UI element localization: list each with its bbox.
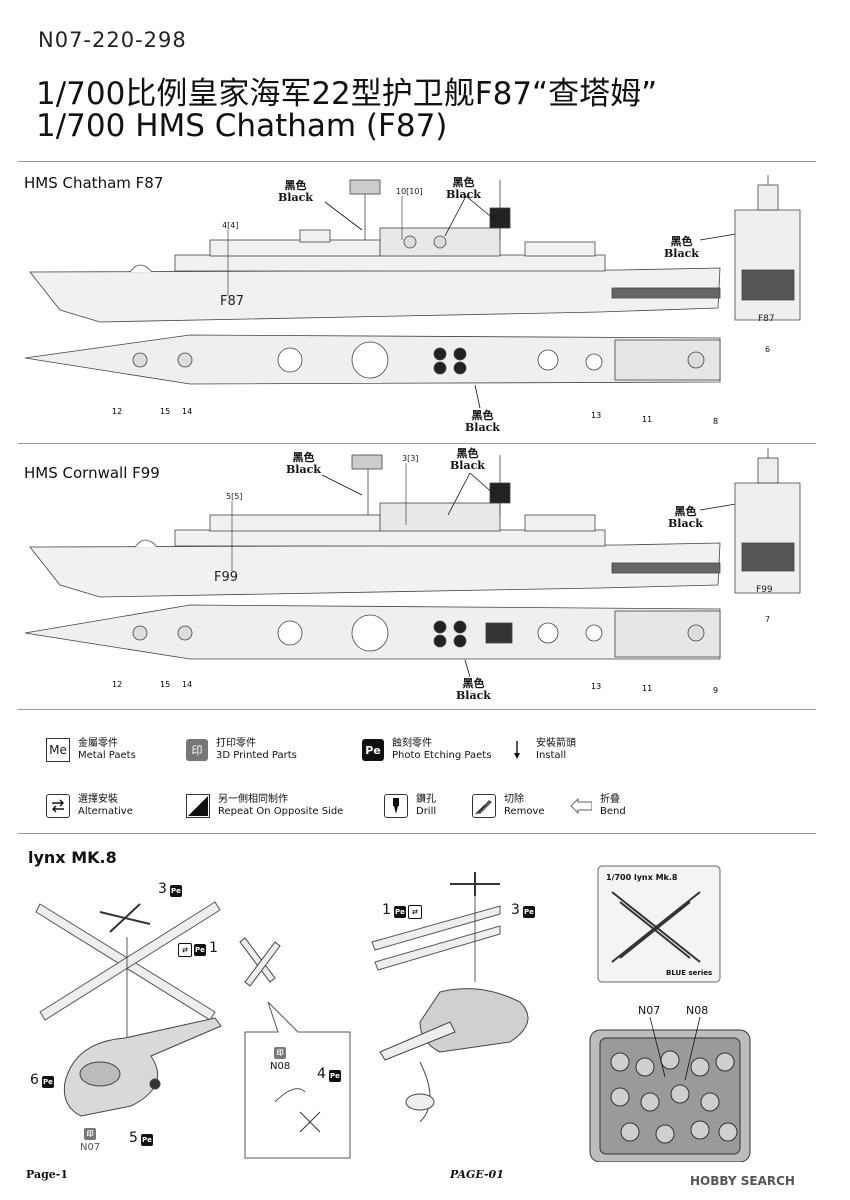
chatham-plan-part-labels: 12 15 14 13 11 8: [112, 407, 718, 426]
lynx-section-title: lynx MK.8: [28, 848, 117, 867]
lynx-rotor-assembled: [371, 872, 501, 982]
photo-etching-icon: Pe: [362, 739, 384, 761]
cornwall-plan-part-9: 9: [713, 686, 718, 695]
chatham-part-ref-mid: 10[10]: [396, 187, 423, 196]
footer-page-left: Page-1: [26, 1168, 69, 1181]
chatham-part-ref-left: 4[4]: [222, 221, 238, 230]
cornwall-plan-part-15: 15: [160, 680, 170, 689]
alternative-icon: [46, 794, 70, 818]
lynx-drawings: 1/700 lynx Mk.8 BLUE series: [35, 865, 751, 1162]
cornwall-plan-part-11: 11: [642, 684, 652, 693]
cornwall-plan-part-12: 12: [112, 680, 122, 689]
cornwall-plan-part-14: 14: [182, 680, 192, 689]
lynx-tail-rotor-left: [239, 937, 281, 987]
fret-brand: BLUE series: [666, 969, 712, 977]
lynx-detail-inset: [244, 1001, 351, 1159]
ship-name-chatham: HMS Chatham F87: [24, 174, 164, 192]
chatham-plan-part-11: 11: [642, 415, 652, 424]
cornwall-front-part: 7: [765, 615, 770, 624]
repeat-opposite-icon: [186, 794, 210, 818]
chatham-front-part: 6: [765, 345, 770, 354]
chatham-drawings: F87 4[4] 10[10] 12 15 14 13 11 8 F87: [24, 175, 801, 426]
lynx-rotor-exploded: [35, 901, 221, 1037]
cornwall-plan-part-13: 13: [591, 682, 601, 691]
metal-parts-icon: Me: [46, 738, 70, 762]
divider: [18, 443, 816, 444]
bend-icon: [570, 795, 592, 817]
divider: [18, 161, 816, 162]
cornwall-drawings: F99 5[5] 3[3] 12 15 14 13 11 9 F99 7: [24, 448, 801, 695]
cornwall-front-hull: F99: [756, 585, 773, 595]
chatham-hull-number: F87: [220, 294, 244, 309]
install-arrow-icon: [506, 739, 528, 761]
chatham-plan-part-15: 15: [160, 407, 170, 416]
sprue-label-n07: N07: [638, 1004, 661, 1017]
remove-icon: [472, 794, 496, 818]
3d-printed-icon: 印: [186, 739, 208, 761]
divider: [18, 833, 816, 834]
cornwall-side-profile: [29, 454, 721, 598]
watermark: HOBBY SEARCH: [690, 1174, 795, 1188]
chatham-plan-part-8: 8: [713, 417, 718, 426]
cornwall-front-view: [734, 448, 801, 594]
chatham-front-hull: F87: [758, 314, 775, 324]
chatham-plan-view: [24, 334, 721, 385]
footer-page-center: PAGE-01: [450, 1168, 504, 1181]
cornwall-part-ref-left: 5[5]: [226, 492, 242, 501]
fret-title: 1/700 lynx Mk.8: [606, 873, 678, 882]
lynx-pe-fret: [597, 865, 721, 983]
chatham-front-view: [734, 175, 801, 321]
drill-icon: [384, 794, 408, 818]
lynx-resin-sprue: [589, 1029, 751, 1162]
divider: [18, 709, 816, 710]
cornwall-plan-view: [24, 604, 721, 660]
ship-name-cornwall: HMS Cornwall F99: [24, 464, 160, 482]
cornwall-part-ref-mid: 3[3]: [402, 454, 418, 463]
cornwall-hull-number: F99: [214, 570, 238, 585]
chatham-plan-part-13: 13: [591, 411, 601, 420]
sprue-label-n08: N08: [686, 1004, 709, 1017]
product-code: N07-220-298: [38, 28, 187, 52]
lynx-fuselage-mid: [379, 988, 529, 1123]
chatham-side-profile: [29, 179, 721, 323]
chatham-plan-part-12: 12: [112, 407, 122, 416]
cornwall-plan-part-labels: 12 15 14 13 11 9: [112, 680, 718, 695]
chatham-plan-part-14: 14: [182, 407, 192, 416]
page-title-english: 1/700 HMS Chatham (F87): [36, 108, 448, 144]
page-title-chinese: 1/700比例皇家海军22型护卫舰F87“查塔姆”: [36, 76, 658, 112]
lynx-fuselage-left: [63, 1017, 222, 1117]
